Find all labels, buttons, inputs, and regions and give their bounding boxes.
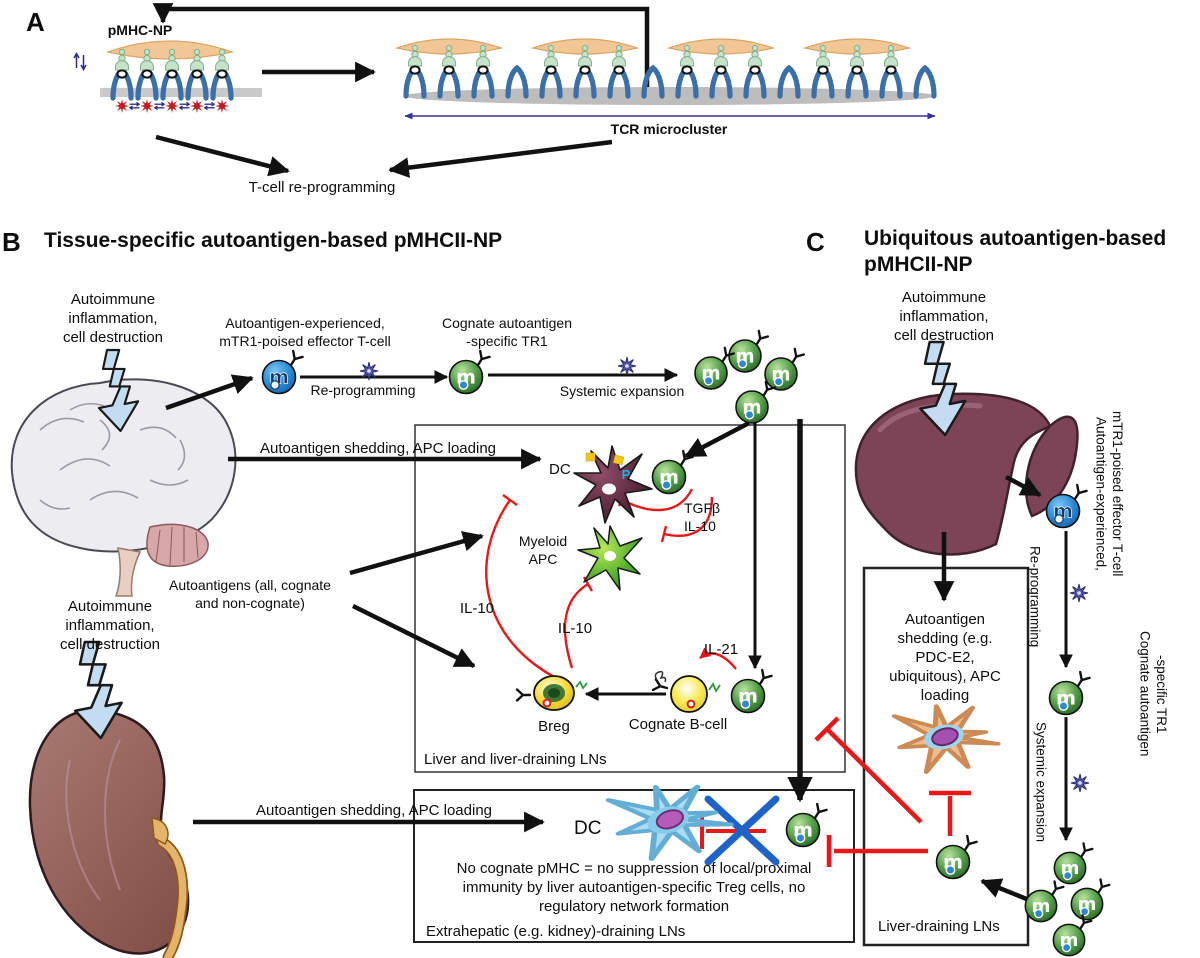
panel-a-label: A [26,7,45,37]
green-zigzag-icon [575,680,588,690]
dendritic-cell-maroon [573,445,653,524]
reprogramming-label-c: Re-programming [1027,546,1043,648]
feedback-loop-arrow [152,3,650,100]
tcell-reprogramming-label: T-cell re-programming [248,179,396,196]
tr1-label-c: Cognate autoantigen -specific TR1 [1137,631,1170,757]
shedding-label-liver: Autoantigen shedding, APC loading [259,440,497,457]
liver-draining-label: Liver-draining LNs [878,918,1000,935]
liver-illustration [854,392,1079,556]
activation-star-icon [359,361,379,381]
reprogramming-label-b: Re-programming [310,382,416,398]
shedding-label-kidney: Autoantigen shedding, APC loading [255,802,493,819]
liver-ln-box [414,424,846,773]
tr1-liver-draining [937,836,977,878]
phosphate-p-label: P [622,467,631,482]
il21-arrow [699,647,737,670]
panel-c-title: Ubiquitous autoantigen-based pMHCII-NP [864,227,1167,276]
no-suppression-text: No cognate pMHC = no suppression of loca… [456,860,812,915]
breg-inhibits-dc-arc [485,499,561,682]
extrahepatic-ln-box [413,789,855,943]
tr1-at-dc [653,451,693,493]
np-to-reprogramming-arrow [155,134,290,177]
panel-b-label: B [2,227,21,257]
tr1-at-bcell [732,670,772,712]
autoantigens-arrow-down [352,603,476,669]
updown-arrows-icon [73,52,87,71]
cluster-to-reprogramming-arrow [388,139,613,178]
panel-b-title: Tissue-specific autoantigen-based pMHCII… [44,229,503,252]
red-inhibition-lines [485,488,971,867]
il10-label-a: IL-10 [459,600,495,617]
panel-a-art [73,3,936,178]
cluster-to-dc-arrow [684,421,751,458]
green-zigzag-icon [708,682,721,693]
shedding-text-c: Autoantigen shedding (e.g. PDC-E2, ubiqu… [889,611,1001,704]
tcr-microcluster-label: TCR microcluster [610,121,728,137]
tr1-cluster-c [1025,843,1109,955]
myeloid-apc-label: Myeloid APC [518,533,568,567]
tgfb-il10-label: TGFβ IL-10 [684,500,721,534]
dendritic-cell-blue [600,781,736,864]
autoantigens-arrow-up [349,531,484,576]
brain-illustration [10,378,237,597]
activation-star-icon [617,356,637,376]
tr1-cell-c [1050,672,1090,714]
kidney-caption: Autoimmune inflammation, cell destructio… [59,598,161,653]
tcr-microcluster-illustration [394,38,936,120]
expansion-label-c: Systemic expansion [1033,721,1049,843]
antibody-squiggle-icon [654,670,667,683]
effector-tcell-label-c: Autoantigen-experienced, mTR1-poised eff… [1093,411,1126,577]
activation-star-icon [1070,773,1090,793]
tr1-inhibits-myeloid-arc [663,496,714,538]
tr1-cell-b [450,351,490,393]
tr1-extrahepatic [787,804,827,846]
liver-caption: Autoimmune inflammation, cell destructio… [893,289,995,344]
black-arrows [165,368,1073,905]
brain-to-effector-arrow [165,374,254,411]
activation-star-icon [1069,583,1089,603]
effector-tcell-b [263,351,303,393]
liver-to-effector-arrow [1004,475,1042,497]
extrahepatic-box-label: Extrahepatic (e.g. kidney)-draining LNs [426,923,686,940]
brain-caption: Autoimmune inflammation, cell destructio… [62,291,164,346]
blocked-x-icon [704,795,780,866]
liver-box-label: Liver and liver-draining LNs [424,751,607,768]
kidney-illustration [28,708,190,958]
cluster-to-boxcell-arrow [980,878,1035,905]
cognate-bcell [651,670,721,713]
tr1-cluster-b [695,331,804,423]
cognate-bcell-label: Cognate B-cell [628,716,728,733]
il21-label: IL-21 [703,641,739,658]
tr1-inhibits-dc-arc [621,488,694,512]
breg-inhibits-myeloid-arc [563,582,589,669]
il10-label-b: IL-10 [557,620,593,637]
tr1c-diagonal-tbar [825,727,923,824]
dc-label-extrahepatic: DC [574,818,602,839]
dc-label-liver: DC [549,461,571,478]
expansion-label-b: Systemic expansion [559,383,685,399]
pmhc-np-label: pMHC-NP [107,22,173,38]
breg-label: Breg [538,718,570,735]
tr1-label-b: Cognate autoantigen -specific TR1 [442,315,572,349]
pmhc-np-illustration [73,40,262,113]
autoantigens-label: Autoantigens (all, cognate and non-cogna… [169,577,331,611]
effector-tcell-label-b: Autoantigen-experienced, mTR1-poised eff… [219,315,391,349]
breg-cell [515,675,588,711]
myeloid-apc-cell [577,525,643,591]
panel-c-label: C [806,227,825,257]
dendritic-cell-orange [882,698,1006,780]
